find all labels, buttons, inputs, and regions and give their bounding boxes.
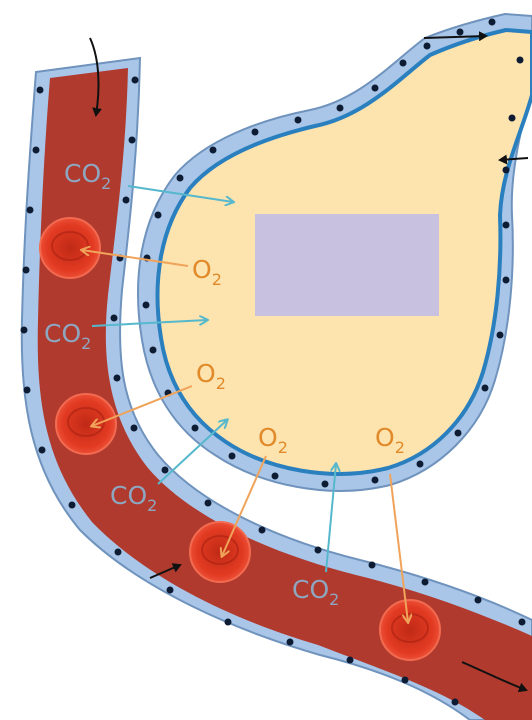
rbc-icon [380,600,440,660]
rbc-icon [40,218,100,278]
label-box [255,214,439,316]
rbc-icon [56,394,116,454]
rbc-icon [190,522,250,582]
